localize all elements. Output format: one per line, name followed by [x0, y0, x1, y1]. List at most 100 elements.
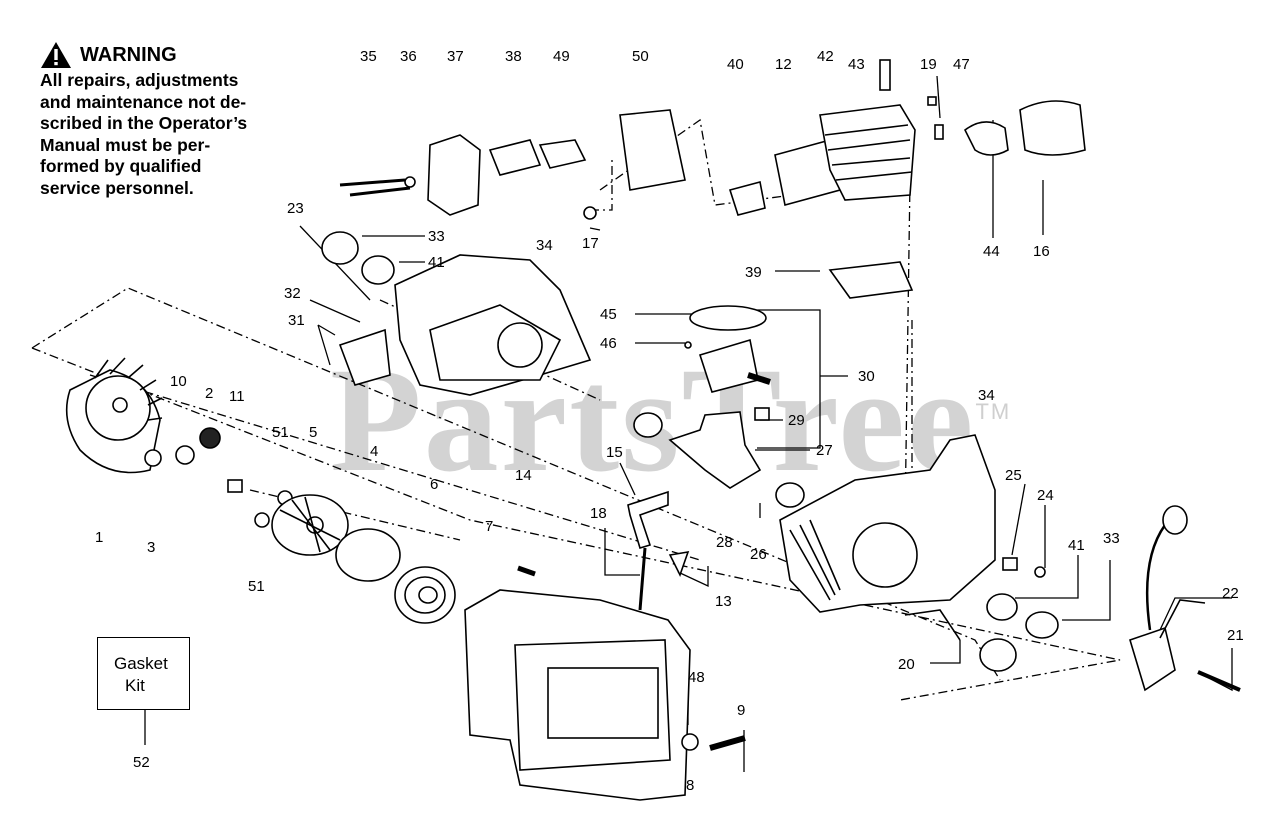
part-number-label: 34 — [536, 237, 553, 254]
part-number-label: 25 — [1005, 467, 1022, 484]
part-number-label: 33 — [1103, 530, 1120, 547]
part-number-label: 48 — [688, 669, 705, 686]
bolt-part — [517, 565, 536, 577]
part-number-label: 40 — [727, 56, 744, 73]
part-number-label: 3 — [147, 539, 155, 556]
part-number-label: 15 — [606, 444, 623, 461]
part-number-label: 31 — [288, 312, 305, 329]
flywheel-part — [65, 357, 163, 474]
part-number-label: 42 — [817, 48, 834, 65]
seal-part — [1025, 611, 1059, 639]
warning-header: WARNING — [40, 40, 290, 70]
warning-title: WARNING — [80, 43, 177, 66]
part-number-label: 32 — [284, 285, 301, 302]
rewind-spring-part — [394, 566, 456, 624]
bolt-part — [934, 124, 944, 140]
crankcase-left-part — [394, 254, 592, 396]
part-number-label: 6 — [430, 476, 438, 493]
part-number-label: 1 — [95, 529, 103, 546]
part-number-label: 12 — [775, 56, 792, 73]
bearing-part — [633, 412, 663, 438]
part-number-label: 22 — [1222, 585, 1239, 602]
bolts-part — [339, 178, 411, 197]
part-number-label: 9 — [737, 702, 745, 719]
washer-part — [175, 445, 195, 465]
clamp-part — [963, 121, 1009, 156]
part-number-label: 4 — [370, 443, 378, 460]
part-number-label: 44 — [983, 243, 1000, 260]
base-gasket-part — [828, 261, 914, 299]
nut-part — [144, 449, 162, 467]
intake-boot-part — [1019, 100, 1086, 156]
bearing-part — [775, 482, 805, 508]
screw-part — [1034, 566, 1046, 578]
washer-part — [404, 176, 416, 188]
part-number-label: 41 — [1068, 537, 1085, 554]
part-number-label: 43 — [848, 56, 865, 73]
part-number-label: 21 — [1227, 627, 1244, 644]
ground-wire-part — [1159, 599, 1206, 639]
bearing-part — [986, 593, 1018, 621]
part-number-label: 14 — [515, 467, 532, 484]
warning-text: All repairs, adjustments and maintenance… — [40, 70, 290, 199]
warning-line: All repairs, adjustments — [40, 70, 239, 90]
wrist-pin-part — [747, 372, 771, 385]
screw-part — [227, 479, 243, 493]
seal-part — [321, 231, 359, 265]
crankshaft-part — [668, 411, 762, 489]
screw-part — [927, 96, 937, 106]
part-number-label: 46 — [600, 335, 617, 352]
part-number-label: 50 — [632, 48, 649, 65]
pawl-part — [199, 427, 221, 449]
warning-line: scribed in the Operator’s — [40, 113, 248, 133]
watermark-tm: TM — [975, 399, 1012, 424]
pulley-part — [271, 494, 349, 556]
part-number-label: 51 — [248, 578, 265, 595]
warning-line: Manual must be per- — [40, 134, 211, 155]
ignition-module-part — [1129, 626, 1176, 692]
ignition-lead-part — [1145, 524, 1167, 631]
gasket-kit-box: Gasket Kit — [97, 637, 190, 710]
starter-rope-part — [638, 547, 647, 611]
part-number-label: 8 — [686, 777, 694, 794]
piston-ring-part — [689, 305, 767, 331]
cylinder-part — [819, 104, 916, 201]
part-number-label: 24 — [1037, 487, 1054, 504]
screw-part — [583, 206, 597, 220]
spark-boot-part — [1162, 505, 1188, 535]
screw-part — [1197, 670, 1241, 692]
part-number-label: 10 — [170, 373, 187, 390]
part-number-label: 5 — [309, 424, 317, 441]
part-number-label: 29 — [788, 412, 805, 429]
warning-triangle-icon — [41, 42, 71, 68]
crankcase-right-part — [779, 434, 996, 613]
cap-strap-part — [904, 609, 961, 641]
bearing-part — [361, 255, 395, 285]
part-number-label: 34 — [978, 387, 995, 404]
part-number-label: 38 — [505, 48, 522, 65]
gasket-kit-label: Gasket — [114, 654, 168, 673]
spark-arrestor-part — [488, 139, 542, 176]
part-number-label: 16 — [1033, 243, 1050, 260]
part-number-label: 33 — [428, 228, 445, 245]
screw-part — [709, 735, 746, 751]
warning-notice: WARNING All repairs, adjustments and mai… — [40, 40, 290, 199]
part-number-label: 20 — [898, 656, 915, 673]
part-number-label: 37 — [447, 48, 464, 65]
part-number-label: 19 — [920, 56, 937, 73]
warning-line: service personnel. — [40, 177, 194, 198]
washer-part — [681, 733, 699, 751]
part-number-label: 30 — [858, 368, 875, 385]
starter-handle-part — [627, 490, 669, 549]
part-number-label: 45 — [600, 306, 617, 323]
spring-plate-part — [335, 528, 401, 582]
part-number-label: 49 — [553, 48, 570, 65]
part-number-label: 23 — [287, 200, 304, 217]
clip-part — [1002, 557, 1018, 571]
muffler-cover-part — [427, 134, 481, 216]
part-number-label: 41 — [428, 254, 445, 271]
part-number-label: 35 — [360, 48, 377, 65]
bolt-part — [254, 512, 270, 528]
